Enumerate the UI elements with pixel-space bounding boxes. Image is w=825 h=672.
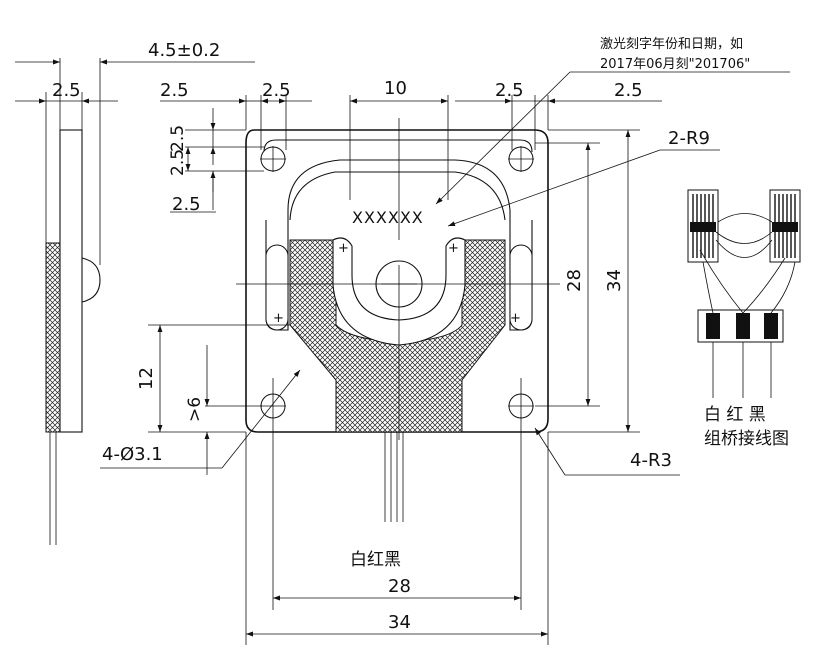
side-bump bbox=[81, 257, 101, 303]
dim-right-edge: 2.5 bbox=[614, 80, 643, 101]
dim-left-hole: 2.5 bbox=[262, 80, 291, 101]
dim-hole-offset: >6 bbox=[185, 397, 205, 422]
pin-white bbox=[706, 313, 720, 339]
dim-corner-radius-large: 2-R9 bbox=[668, 128, 710, 149]
dim-corner-radius-small: 4-R3 bbox=[630, 450, 672, 471]
gauge-right bbox=[769, 189, 801, 263]
dim-inner-height: 28 bbox=[564, 269, 585, 292]
dim-slot-height: 12 bbox=[136, 367, 157, 390]
laser-note-line2: 2017年06月刻"201706" bbox=[600, 57, 750, 72]
side-view: 4.5±0.2 2.5 bbox=[15, 40, 255, 545]
dim-side-offset: 2.5 bbox=[52, 80, 81, 101]
center-boss bbox=[332, 237, 466, 346]
dim-side-thickness: 4.5±0.2 bbox=[148, 40, 220, 61]
dim-hole-diameter: 4-Ø3.1 bbox=[102, 444, 163, 465]
pin-red bbox=[736, 313, 750, 339]
bridge-wire-top bbox=[717, 213, 773, 223]
dim-bottom-outer: 34 bbox=[388, 612, 411, 633]
side-strain-gauge bbox=[45, 242, 61, 433]
dim-bottom-inner: 28 bbox=[388, 576, 411, 597]
dim-outer-height: 34 bbox=[604, 269, 625, 292]
bridge-diagram-title: 组桥接线图 bbox=[704, 429, 789, 449]
dim-left-edge: 2.5 bbox=[160, 80, 189, 101]
laser-mark: XXXXXX bbox=[352, 208, 424, 227]
dim-top-hole: 2.5 bbox=[168, 149, 188, 176]
side-plate bbox=[59, 129, 83, 433]
plus-mark-3: + bbox=[273, 311, 284, 326]
front-view: + + + + XXXXXX 白红黑 bbox=[236, 118, 560, 570]
dim-center-gap: 10 bbox=[384, 78, 407, 99]
dim-top-edge: 2.5 bbox=[168, 125, 188, 152]
bridge-wiring-diagram: 白 红 黑 组桥接线图 bbox=[687, 189, 801, 449]
right-slot bbox=[509, 244, 533, 331]
bridge-wire-low bbox=[715, 239, 773, 258]
plus-mark-4: + bbox=[510, 311, 521, 326]
centerlines bbox=[236, 118, 560, 440]
bridge-wire-mid bbox=[715, 231, 773, 244]
laser-note-line1: 激光刻字年份和日期，如 bbox=[600, 36, 743, 52]
gauge-left bbox=[687, 189, 719, 263]
dim-right-hole: 2.5 bbox=[495, 80, 524, 101]
front-dimensions: 2.5 2.5 10 2.5 2.5 2.5 2.5 2.5 2-R9 激 bbox=[100, 36, 790, 645]
inner-outline bbox=[263, 139, 533, 153]
pin-black bbox=[764, 313, 778, 339]
bridge-colors-label: 白 红 黑 bbox=[704, 405, 766, 425]
wire-colors-label: 白红黑 bbox=[350, 550, 401, 570]
plus-mark-1: + bbox=[338, 241, 349, 256]
dim-lower-hole: 2.5 bbox=[172, 194, 201, 215]
beam-inner bbox=[289, 171, 506, 221]
plus-mark-2: + bbox=[448, 241, 459, 256]
left-slot bbox=[265, 244, 289, 331]
